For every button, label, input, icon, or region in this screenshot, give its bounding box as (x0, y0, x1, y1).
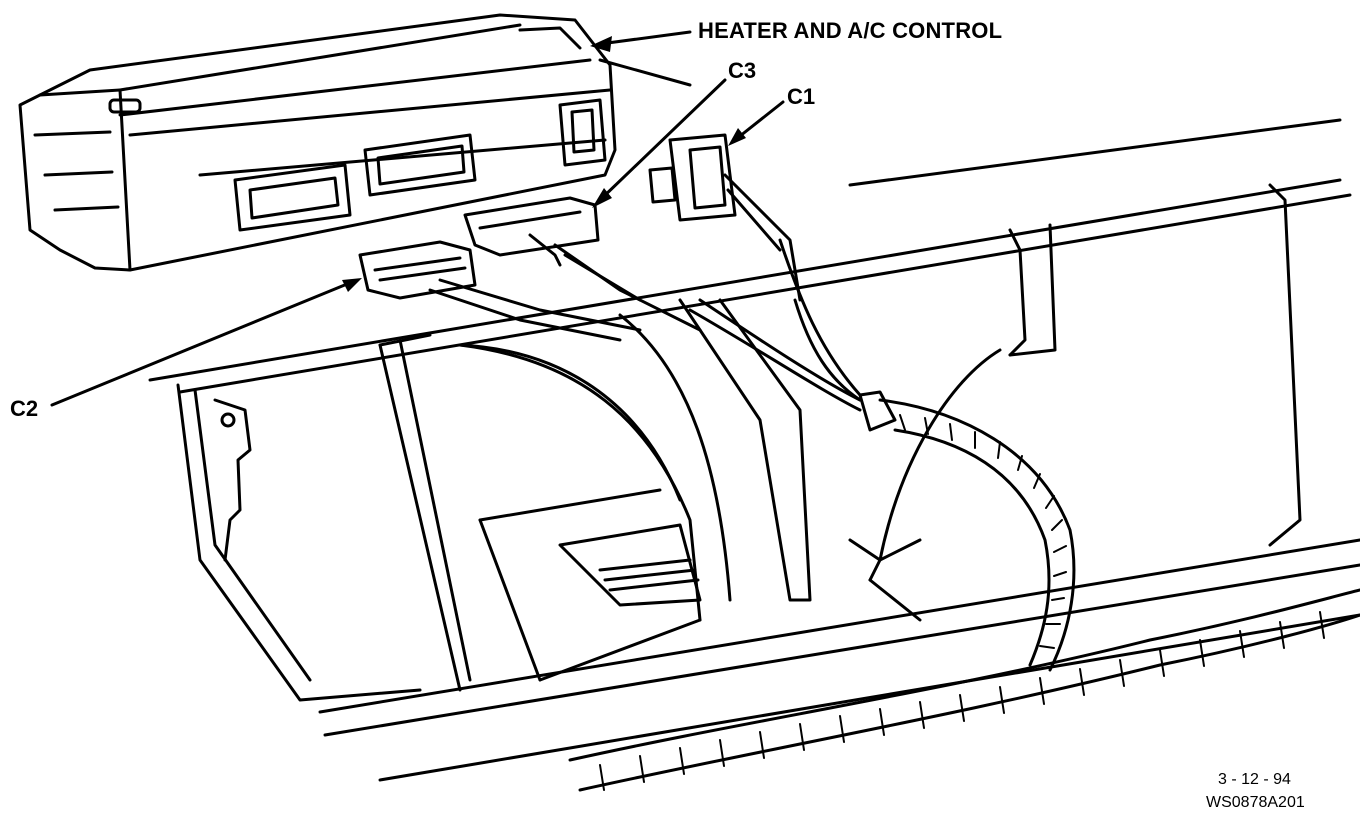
connector-c3 (463, 196, 702, 332)
heater-ac-control-module (18, 13, 617, 272)
callout-leaders (50, 30, 785, 407)
connector-c2 (358, 240, 642, 342)
heater-ac-control-label: HEATER AND A/C CONTROL (698, 18, 1003, 43)
connector-c1-label: C1 (787, 84, 816, 109)
figure-date-stamp: 3 - 12 - 94 (1218, 771, 1291, 788)
wiring-harness (568, 238, 1360, 792)
figure-reference-code: WS0878A201 (1206, 794, 1305, 811)
connector-c3-label: C3 (728, 58, 757, 83)
connector-c2-label: C2 (10, 396, 39, 421)
conduit-corrugation (599, 414, 1325, 791)
connector-c1 (648, 133, 802, 302)
callout-arrowheads (342, 36, 746, 292)
